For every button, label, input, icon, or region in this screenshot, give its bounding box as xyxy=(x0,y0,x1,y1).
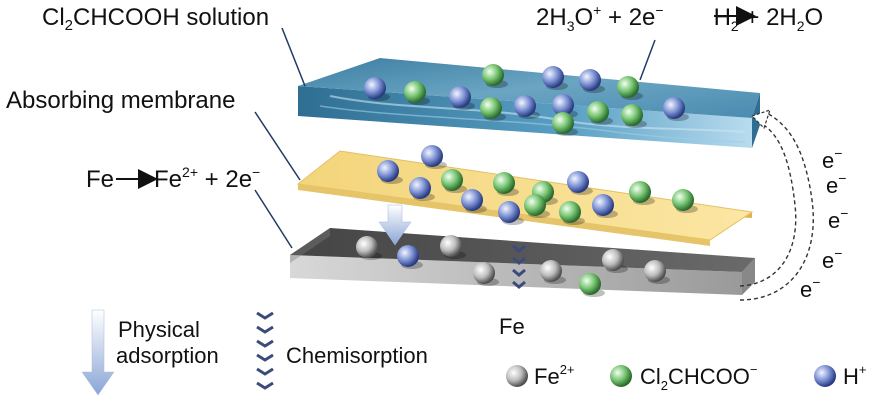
proton-sphere xyxy=(542,66,564,88)
chevron-down-icon xyxy=(256,339,274,348)
electron-labels: e−e−e−e−e− xyxy=(800,145,848,302)
fe2-ion-sphere-icon xyxy=(506,365,528,387)
proton-sphere xyxy=(498,201,520,223)
dichloroacetate-ion-sphere xyxy=(404,81,426,103)
membrane-label: Absorbing membrane xyxy=(6,87,235,114)
fe2-ion-sphere xyxy=(644,260,666,282)
proton-sphere xyxy=(409,177,431,199)
solution-top-face xyxy=(298,58,760,118)
legend-proton-label: H+ xyxy=(843,362,866,389)
chevron-down-icon xyxy=(512,244,526,253)
proton-sphere-icon xyxy=(814,365,836,387)
chevron-down-icon xyxy=(256,311,274,320)
dichloroacetate-ion-sphere xyxy=(559,201,581,223)
chevron-down-icon xyxy=(512,268,526,277)
dichloroacetate-ion-sphere xyxy=(617,76,639,98)
plate-right-face xyxy=(742,258,755,295)
proton-sphere xyxy=(514,95,536,117)
chevron-down-icon xyxy=(512,280,526,289)
fe-electrode-label: Fe xyxy=(499,314,525,339)
chemisorption-chevrons xyxy=(512,244,526,289)
dichloroacetate-ion-sphere xyxy=(441,169,463,191)
legend-dichloroacetate-label: Cl2CHCOO− xyxy=(640,362,758,393)
proton-sphere xyxy=(592,194,614,216)
proton-sphere xyxy=(552,94,574,116)
fe2-ion-sphere xyxy=(473,262,495,284)
species-legend: Fe2+ Cl2CHCOO− H+ xyxy=(506,362,866,393)
proton-sphere xyxy=(364,77,386,99)
dichloroacetate-ion-sphere xyxy=(587,101,609,123)
physical-adsorption-legend-arrow xyxy=(81,309,115,396)
physical-adsorption-line2: adsorption xyxy=(116,343,219,368)
dichloroacetate-ion-sphere xyxy=(672,189,694,211)
dichloroacetate-ion-sphere xyxy=(579,273,601,295)
chevron-down-icon xyxy=(256,381,274,390)
fe2-ion-sphere xyxy=(602,249,624,271)
leader-lines xyxy=(254,27,656,249)
chevron-down-icon xyxy=(256,367,274,376)
proton-sphere xyxy=(449,86,471,108)
adsorption-legend: Physical adsorption Chemisorption xyxy=(81,309,428,396)
proton-sphere xyxy=(397,245,419,267)
dichloroacetate-ion-sphere xyxy=(482,64,504,86)
proton-sphere xyxy=(567,171,589,193)
ion-spheres xyxy=(356,64,698,297)
electron-label: e− xyxy=(822,245,842,273)
dichloroacetate-ion-sphere-icon xyxy=(610,365,632,387)
legend-fe2-label: Fe2+ xyxy=(534,362,575,389)
cathode-reaction-label: 2H3O+ + 2e−H2 + 2H2O xyxy=(536,2,823,34)
electron-label: e− xyxy=(828,205,848,233)
chevron-down-icon xyxy=(256,353,274,362)
physical-adsorption-line1: Physical xyxy=(118,317,200,342)
electron-label: e− xyxy=(800,274,820,302)
proton-sphere xyxy=(579,69,601,91)
chemisorption-legend-chevrons xyxy=(256,311,274,390)
fe2-ion-sphere xyxy=(356,236,378,258)
electron-transfer-arrow xyxy=(739,109,814,301)
chemisorption-label: Chemisorption xyxy=(286,343,428,368)
chevron-down-icon xyxy=(256,325,274,334)
dichloroacetate-ion-sphere xyxy=(552,112,574,134)
fe2-ion-sphere xyxy=(440,235,462,257)
dichloroacetate-ion-sphere xyxy=(524,194,546,216)
electron-label: e− xyxy=(822,145,842,173)
solution-label: Cl2CHCOOH solution xyxy=(42,4,269,34)
dichloroacetate-ion-sphere xyxy=(480,97,502,119)
fe2-ion-sphere xyxy=(540,260,562,282)
proton-sphere xyxy=(461,189,483,211)
electron-label: e− xyxy=(826,170,846,198)
physical-adsorption-arrow xyxy=(378,204,412,246)
proton-sphere xyxy=(663,97,685,119)
dichloroacetate-ion-sphere xyxy=(629,181,651,203)
dichloroacetate-ion-sphere xyxy=(621,104,643,126)
proton-sphere xyxy=(377,160,399,182)
dichloroacetate-ion-sphere xyxy=(493,172,515,194)
chevron-down-icon xyxy=(512,256,526,265)
proton-sphere xyxy=(421,145,443,167)
